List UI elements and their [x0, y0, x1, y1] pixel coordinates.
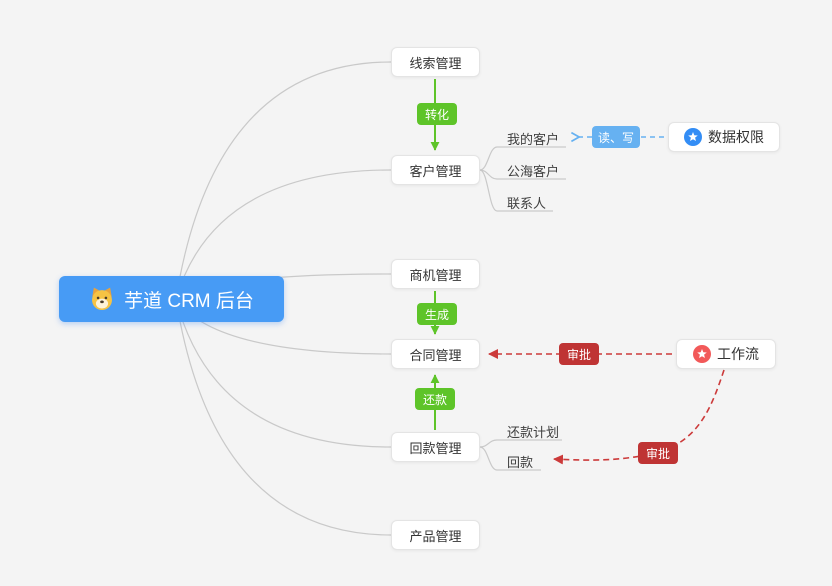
node-customer-management[interactable]: 客户管理 [391, 155, 480, 185]
badge-read-write: 读、写 [592, 126, 640, 148]
root-node-crm-backend[interactable]: 芋道 CRM 后台 [59, 276, 284, 322]
badge-label: 审批 [645, 446, 670, 461]
edge-workflow-to-repayment [553, 369, 725, 465]
node-label: 客户管理 [409, 163, 462, 179]
edge-customers-my-customers [479, 146, 566, 171]
node-label: 线索管理 [409, 55, 462, 71]
node-product-management[interactable]: 产品管理 [391, 520, 480, 550]
edge-root-receivables [175, 298, 392, 448]
subitem-my-customers[interactable]: 我的客户 [507, 132, 560, 147]
node-lead-management[interactable]: 线索管理 [391, 47, 480, 77]
subitem-repayment[interactable]: 回款 [507, 455, 534, 470]
badge-approve-receivable: 审批 [638, 442, 678, 464]
badge-label: 转化 [424, 107, 449, 122]
edge-customers-contacts [479, 169, 553, 212]
subitem-repayment-plan[interactable]: 还款计划 [507, 425, 560, 440]
badge-label: 还款 [422, 392, 447, 407]
node-opportunity-management[interactable]: 商机管理 [391, 259, 480, 289]
node-data-permission[interactable]: 数据权限 [668, 122, 780, 152]
node-label: 回款管理 [409, 440, 462, 456]
edge-root-products [175, 298, 392, 536]
node-contract-management[interactable]: 合同管理 [391, 339, 480, 369]
workflow-star-icon [693, 345, 711, 363]
edge-root-leads [175, 61, 392, 300]
root-node-label: 芋道 CRM 后台 [124, 290, 254, 312]
badge-convert: 转化 [417, 103, 457, 125]
badge-label: 生成 [424, 307, 449, 322]
subitem-contacts[interactable]: 联系人 [507, 196, 547, 211]
badge-label: 审批 [566, 347, 591, 362]
subitem-public-customers[interactable]: 公海客户 [507, 164, 560, 179]
data-permission-star-icon [684, 128, 702, 146]
edge-receivables-repayment [479, 446, 541, 471]
badge-repay: 还款 [415, 388, 455, 410]
badge-approve-contract: 审批 [559, 343, 599, 365]
badge-label: 读、写 [597, 130, 634, 145]
edge-receivables-repayment-plan [479, 439, 562, 448]
edge-customers-public-customers [479, 169, 566, 180]
node-label: 工作流 [717, 346, 759, 362]
node-workflow[interactable]: 工作流 [676, 339, 776, 369]
edge-root-customers [175, 169, 392, 300]
badge-generate: 生成 [417, 303, 457, 325]
node-label: 数据权限 [708, 129, 764, 145]
node-receivable-management[interactable]: 回款管理 [391, 432, 480, 462]
shiba-dog-icon [89, 286, 115, 312]
node-label: 合同管理 [409, 347, 462, 363]
node-label: 商机管理 [409, 267, 462, 283]
node-label: 产品管理 [409, 528, 462, 544]
